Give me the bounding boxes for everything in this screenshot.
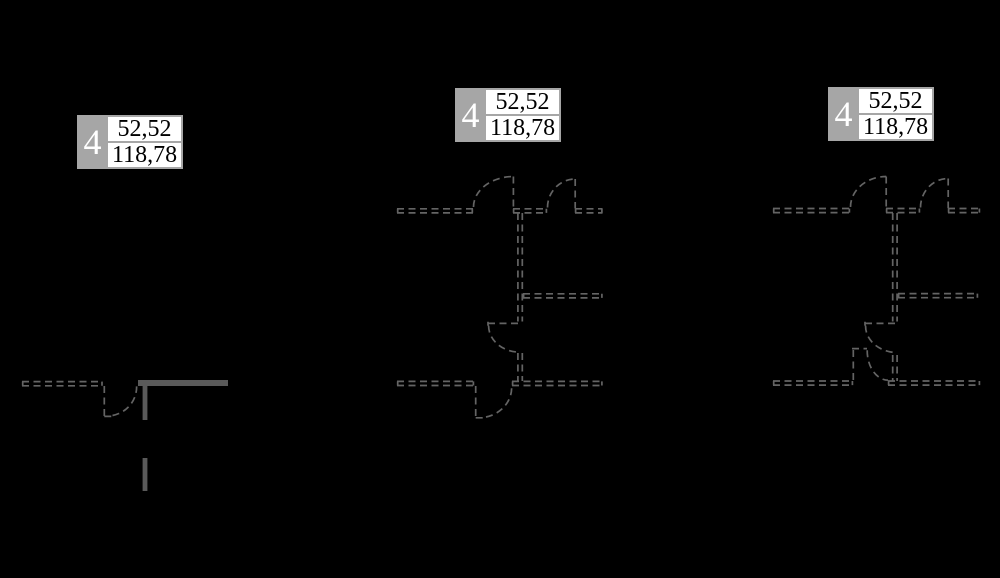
door-leaf-and-swing xyxy=(472,175,515,209)
bottom-wall-left xyxy=(772,380,854,386)
room-area-values: 52,52 118,78 xyxy=(108,117,182,167)
corridor-wall-upper xyxy=(517,213,524,322)
plan-option-1 xyxy=(21,380,228,491)
bottom-wall-left xyxy=(396,380,475,387)
solid-wall-vertical-upper xyxy=(142,380,148,420)
room-tag-option-1: 4 52,52 118,78 xyxy=(77,115,184,169)
room-tag-option-2: 4 52,52 118,78 xyxy=(455,88,562,142)
area-value-bottom: 118,78 xyxy=(486,116,560,140)
door-leaf-and-swing xyxy=(546,178,577,209)
room-number-badge: 4 xyxy=(834,94,853,134)
room-area-values: 52,52 118,78 xyxy=(859,89,933,139)
top-wall-left xyxy=(772,207,851,214)
bottom-wall-right xyxy=(887,380,981,386)
door-leaf-and-swing xyxy=(487,321,523,353)
plan-option-3 xyxy=(772,175,981,386)
corridor-wall-lower xyxy=(517,353,524,381)
top-wall-right xyxy=(574,207,603,214)
top-wall-left xyxy=(396,207,474,214)
door-leaf-and-swing xyxy=(103,386,138,418)
bottom-wall-right xyxy=(511,380,603,387)
door-leaf-and-swing xyxy=(849,175,888,209)
door-leaf-and-swing xyxy=(919,177,950,209)
area-value-top: 52,52 xyxy=(486,90,560,114)
top-wall-between-doors xyxy=(885,207,921,214)
area-value-top: 52,52 xyxy=(859,89,933,113)
door-leaf-and-swing xyxy=(864,321,898,354)
solid-wall-vertical-lower xyxy=(142,458,148,491)
corridor-wall-upper xyxy=(891,213,898,322)
room-tag-option-3: 4 52,52 118,78 xyxy=(828,87,935,141)
room-area-values: 52,52 118,78 xyxy=(486,90,560,140)
room-number-badge: 4 xyxy=(83,122,102,162)
top-wall-between-doors xyxy=(512,207,548,214)
area-value-bottom: 118,78 xyxy=(859,115,933,139)
room-number-badge: 4 xyxy=(461,95,480,135)
top-wall-right xyxy=(947,207,981,214)
area-value-top: 52,52 xyxy=(108,117,182,141)
mid-wall-right xyxy=(897,292,979,299)
dashed-wall-segment xyxy=(21,380,103,387)
door-leaf-and-swing xyxy=(852,347,889,382)
solid-wall-horizontal xyxy=(138,380,228,386)
mid-wall-right xyxy=(522,292,603,299)
area-value-bottom: 118,78 xyxy=(108,143,182,167)
corridor-wall-lower xyxy=(891,355,898,381)
door-leaf-and-swing xyxy=(474,386,513,419)
plan-option-2 xyxy=(396,175,603,419)
